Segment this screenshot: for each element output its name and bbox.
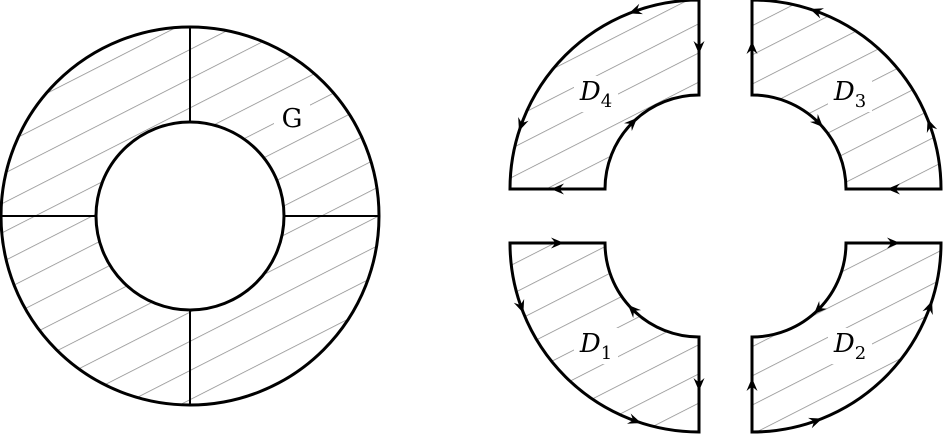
piece-d2: D2 [746, 237, 943, 434]
outer-arc-arrow [626, 413, 642, 424]
inner-arc-arrow [624, 117, 638, 132]
outer-arc-arrow [926, 118, 938, 133]
label-g-background [274, 102, 310, 134]
annulus-label: G [282, 104, 303, 134]
piece-label-background [828, 328, 872, 364]
vertical-edge-arrow [693, 41, 705, 54]
piece-label: D4 [579, 77, 612, 112]
piece-label: D1 [579, 329, 612, 364]
outer-arc-arrow [809, 8, 825, 19]
outer-arc-arrow [808, 417, 823, 429]
outer-arc-arrow [922, 300, 933, 316]
vertical-edge-arrow [746, 41, 758, 54]
vertical-edge-arrow [746, 378, 758, 391]
inner-arc-arrow [813, 300, 827, 315]
outer-arc-arrow [518, 116, 529, 132]
horizontal-edge-arrow [887, 183, 900, 195]
piece-label-base: D [833, 77, 855, 107]
piece-boundary [750, 241, 943, 434]
piece-label-subscript: 3 [855, 91, 866, 112]
piece-boundary [508, 241, 701, 434]
outer-arc-arrow [513, 299, 525, 314]
piece-label: D3 [833, 77, 866, 112]
piece-d3: D3 [746, 0, 943, 195]
vertical-edge-arrow [693, 378, 705, 391]
piece-label-base: D [833, 329, 855, 359]
piece-label-base: D [579, 329, 601, 359]
piece-d4: D4 [508, 0, 705, 195]
piece-boundary [508, 0, 701, 191]
inner-arc-arrow [627, 304, 642, 318]
piece-label-subscript: 2 [855, 343, 866, 364]
inner-arc-arrow [809, 114, 824, 128]
outer-arc-arrow [628, 3, 643, 15]
piece-label-background [574, 76, 618, 112]
piece-label-background [574, 328, 618, 364]
horizontal-edge-arrow [887, 237, 900, 249]
piece-boundary [750, 0, 943, 191]
piece-label-background [828, 76, 872, 112]
piece-label-subscript: 4 [601, 91, 612, 112]
piece-label: D2 [833, 329, 866, 364]
horizontal-edge-arrow [551, 183, 564, 195]
horizontal-edge-arrow [551, 237, 564, 249]
piece-label-subscript: 1 [601, 343, 612, 364]
piece-d1: D1 [508, 237, 705, 434]
piece-label-base: D [579, 77, 601, 107]
